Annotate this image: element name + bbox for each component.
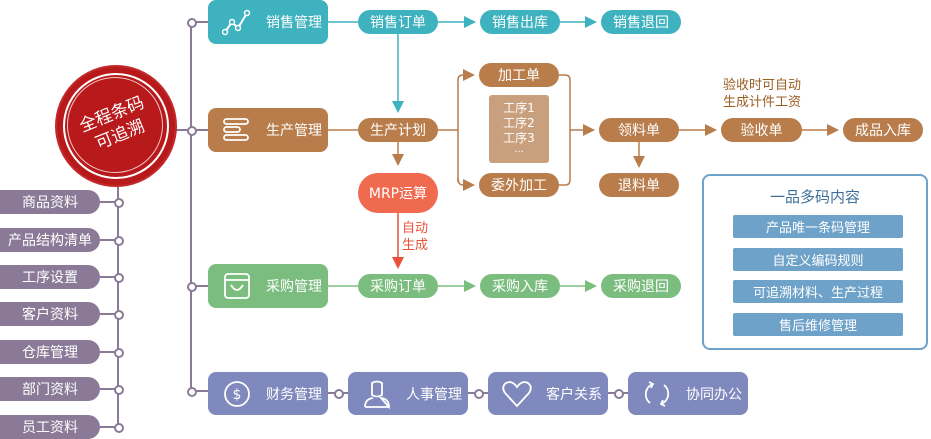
junction-dot	[474, 389, 484, 399]
module-hr-label: 人事管理	[406, 386, 462, 403]
junction-dot	[334, 389, 344, 399]
process-step: 工序3	[503, 131, 535, 145]
module-production-label: 生产管理	[266, 123, 322, 139]
process-step: 工序2	[503, 116, 535, 130]
junction-dot	[114, 423, 124, 433]
feature-item: 售后维修管理	[733, 313, 903, 336]
flow-inspection[interactable]: 验收单	[721, 118, 802, 142]
center-seal: 全程条码 可追溯	[57, 67, 175, 185]
flow-material-requisition[interactable]: 领料单	[599, 118, 679, 142]
module-office[interactable]: 协同办公	[628, 372, 748, 415]
feature-item: 产品唯一条码管理	[733, 215, 903, 238]
base-item-customer-info[interactable]: 客户资料	[0, 302, 100, 326]
flow-finished-goods[interactable]: 成品入库	[843, 118, 923, 142]
flow-sales-return[interactable]: 销售退回	[601, 10, 681, 34]
shopping-bag-icon	[218, 271, 256, 301]
base-item-product-info[interactable]: 商品资料	[0, 190, 100, 214]
module-crm[interactable]: 客户关系	[488, 372, 608, 415]
module-hr[interactable]: 人事管理	[348, 372, 468, 415]
junction-dot	[187, 126, 197, 136]
junction-dot	[187, 387, 197, 397]
module-office-label: 协同办公	[686, 386, 742, 403]
flow-material-return[interactable]: 退料单	[599, 173, 679, 197]
flow-processing-order[interactable]: 加工单	[479, 63, 559, 87]
base-item-bom[interactable]: 产品结构清单	[0, 228, 100, 252]
flow-sales-order[interactable]: 销售订单	[358, 10, 438, 34]
dollar-icon: $	[218, 379, 256, 409]
module-purchase-label: 采购管理	[266, 279, 322, 295]
process-step-more: ...	[514, 144, 524, 155]
process-steps-box: 工序1 工序2 工序3 ...	[489, 95, 549, 163]
flow-purchase-inbound[interactable]: 采购入库	[480, 274, 560, 298]
junction-dot	[614, 389, 624, 399]
junction-dot	[114, 236, 124, 246]
feature-item: 自定义编码规则	[733, 248, 903, 271]
module-purchase[interactable]: 采购管理	[208, 264, 328, 308]
flow-purchase-return[interactable]: 采购退回	[601, 274, 681, 298]
user-icon	[358, 379, 396, 409]
module-finance-label: 财务管理	[266, 386, 322, 403]
junction-dot	[114, 385, 124, 395]
list-bars-icon	[218, 115, 256, 145]
flow-outsourcing[interactable]: 委外加工	[479, 173, 559, 197]
module-sales[interactable]: 销售管理	[208, 0, 328, 44]
module-crm-label: 客户关系	[546, 386, 602, 403]
module-production[interactable]: 生产管理	[208, 108, 328, 152]
mrp-auto-note: 自动 生成	[402, 221, 429, 253]
junction-dot	[187, 18, 197, 28]
feature-item: 可追溯材料、生产过程	[733, 280, 903, 303]
feature-box-title: 一品多码内容	[769, 188, 860, 206]
flow-mrp[interactable]: MRP运算	[358, 173, 438, 213]
line-chart-icon	[218, 7, 256, 37]
module-finance[interactable]: $ 财务管理	[208, 372, 328, 415]
flow-sales-outbound[interactable]: 销售出库	[480, 10, 560, 34]
base-item-warehouse[interactable]: 仓库管理	[0, 340, 100, 364]
sync-icon	[638, 379, 676, 409]
heart-icon	[498, 379, 536, 409]
feature-box	[702, 174, 928, 350]
flow-production-plan[interactable]: 生产计划	[358, 118, 438, 142]
base-item-department[interactable]: 部门资料	[0, 377, 100, 401]
junction-dot	[114, 273, 124, 283]
base-item-employee[interactable]: 员工资料	[0, 415, 100, 439]
junction-dot	[114, 310, 124, 320]
process-step: 工序1	[503, 101, 535, 115]
base-item-process-settings[interactable]: 工序设置	[0, 265, 100, 289]
inspection-note: 验收时可自动 生成计件工资	[722, 78, 801, 110]
junction-dot	[187, 282, 197, 292]
flow-purchase-order[interactable]: 采购订单	[358, 274, 438, 298]
module-sales-label: 销售管理	[266, 15, 322, 31]
junction-dot	[114, 348, 124, 358]
svg-text:$: $	[233, 387, 242, 403]
junction-dot	[114, 198, 124, 208]
